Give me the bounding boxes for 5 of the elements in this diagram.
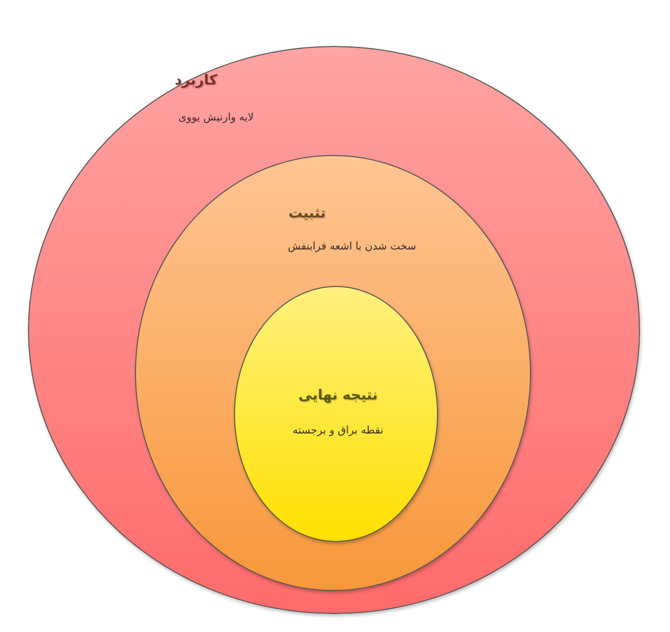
description: لایه وارنیش یووی [178,112,254,124]
heading: نتیجه نهایی [298,388,378,404]
heading: تثبیت [288,206,326,222]
description: سخت شدن با اشعه فرابنفش [288,240,416,254]
description: نقطه براق و برجسته [292,424,384,438]
